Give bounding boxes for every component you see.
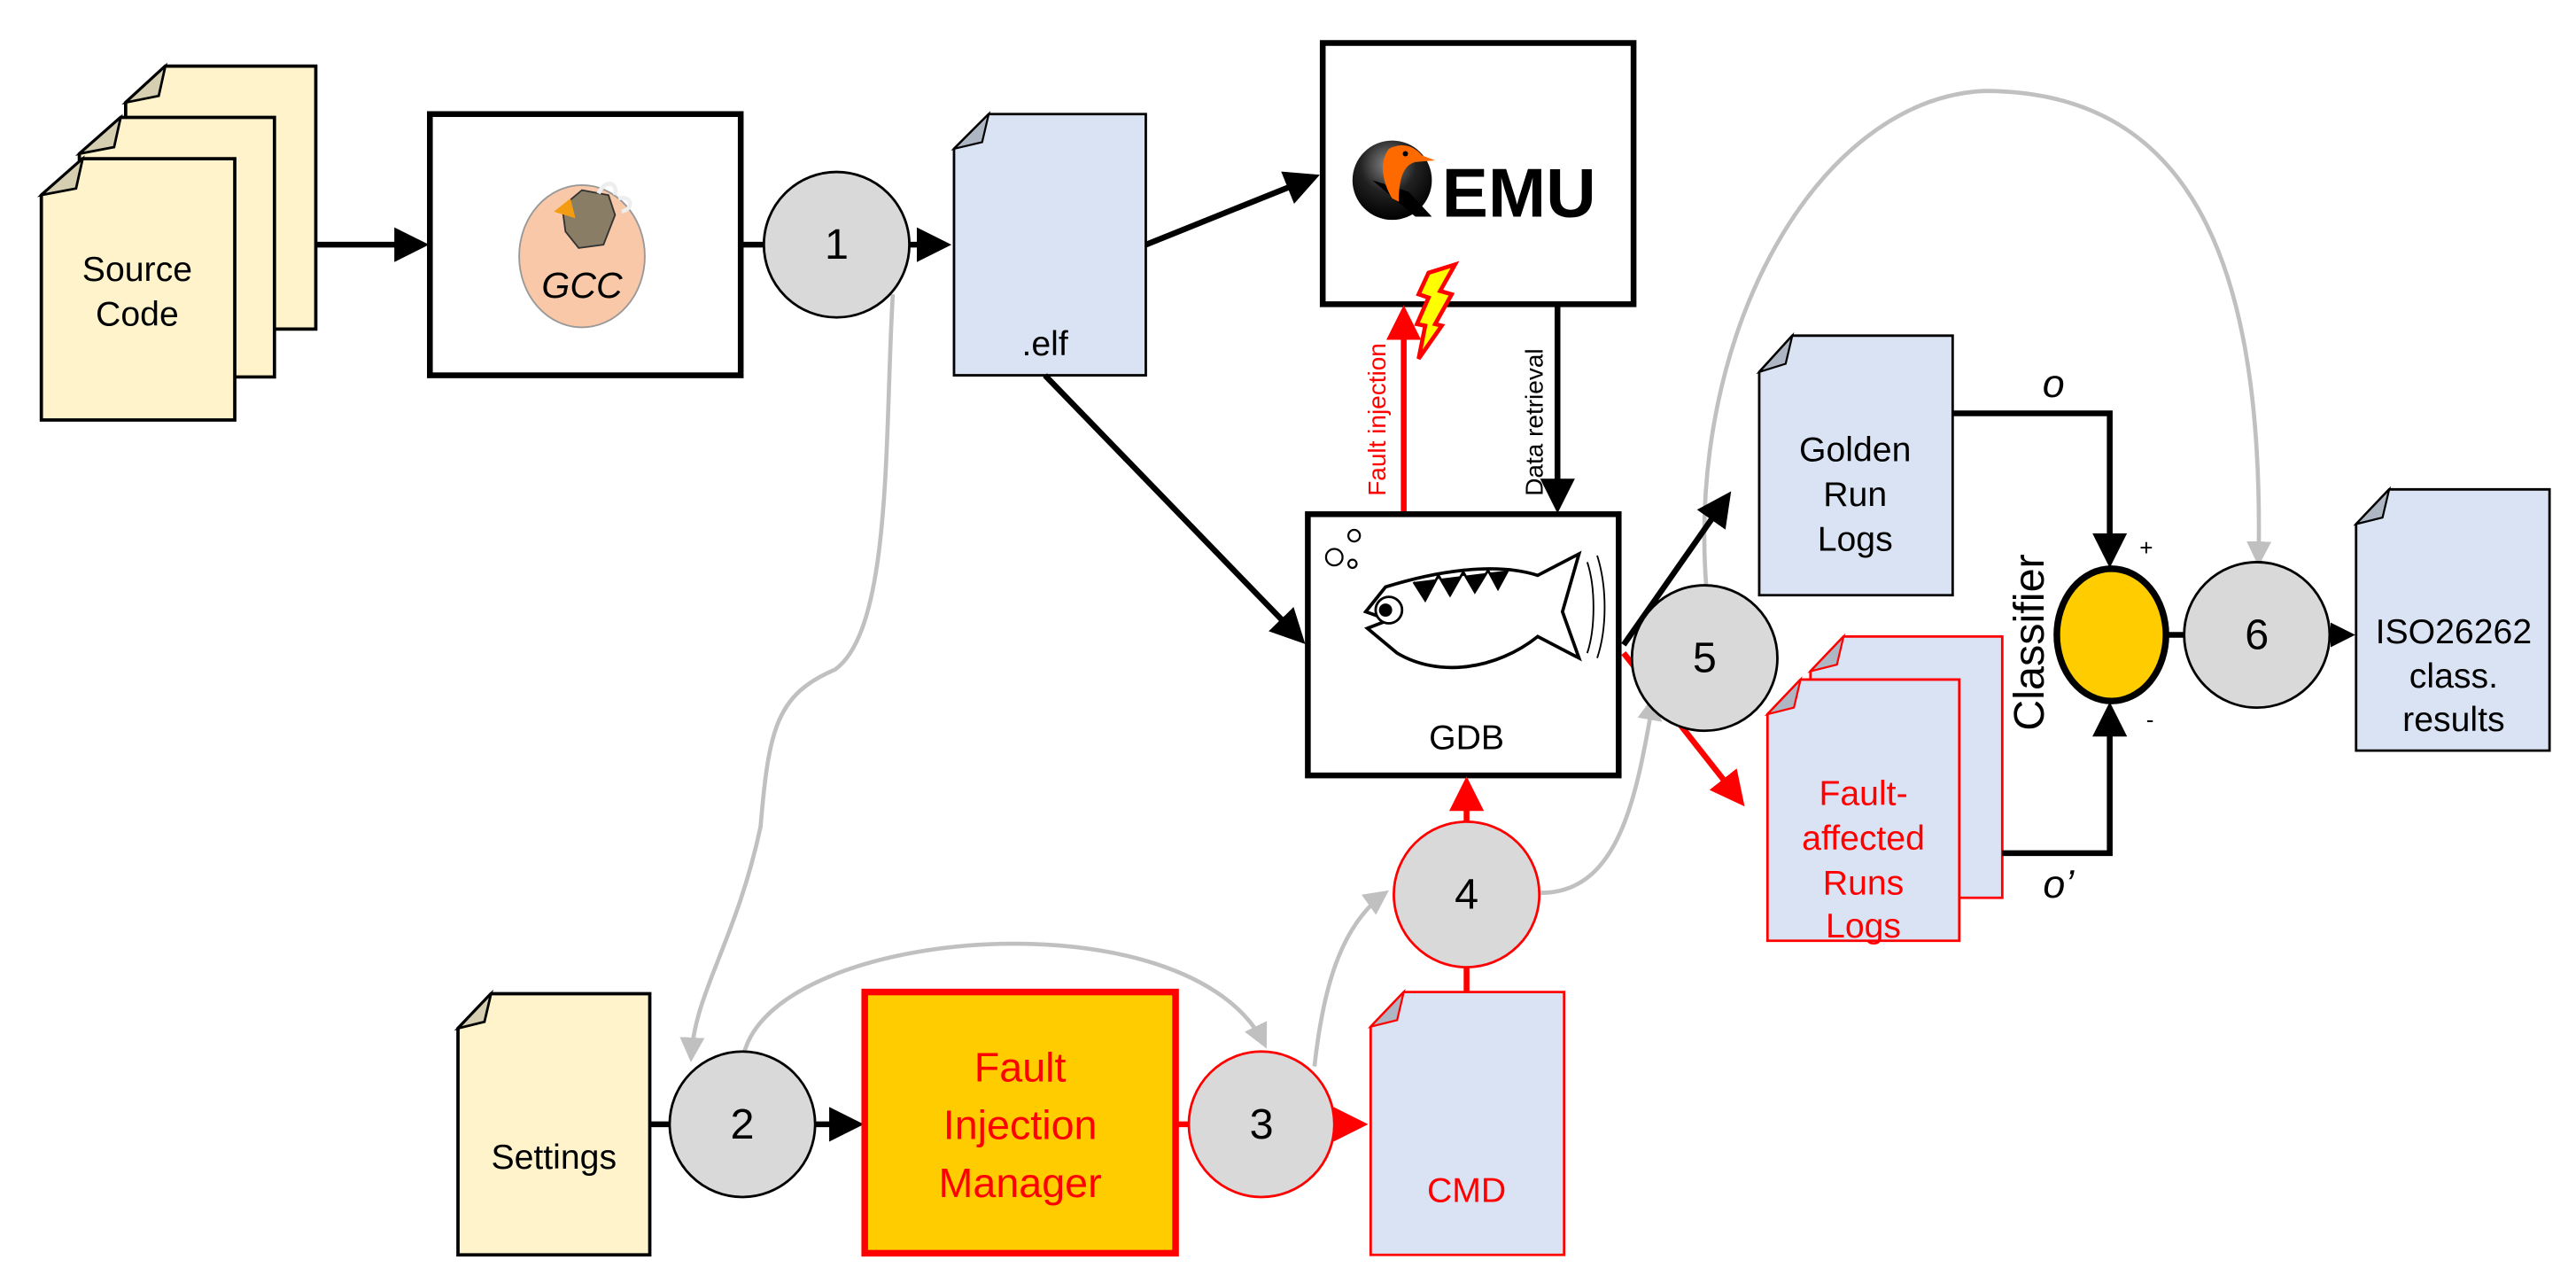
minus-sign: - [2146,706,2154,733]
step-6: 6 [2183,561,2332,710]
settings-doc: Settings [454,989,652,1257]
classifier-label: Classifier [2006,554,2053,730]
flow-5-to-6 [1702,89,2272,587]
step-1: 1 [762,170,911,319]
step-2: 2 [668,1050,817,1199]
svg-text:Fault: Fault [974,1044,1067,1090]
svg-text:Fault-: Fault- [1819,775,1907,813]
svg-text:5: 5 [1693,634,1717,682]
gnu-head-icon [561,189,617,249]
elf-label: .elf [1021,325,1067,363]
arrow-elf-to-qemu [1144,171,1320,248]
svg-text:3: 3 [1250,1100,1274,1148]
flow-3-to-4 [1312,890,1389,1067]
svg-text:affected: affected [1802,820,1925,858]
step-5: 5 [1630,584,1779,733]
classifier-node: Classifier + - [2006,534,2169,733]
gray-flow-arrows [679,89,2272,1067]
svg-text:Runs: Runs [1823,864,1904,902]
arrow-faultlogs-to-classifier [2002,702,2128,857]
arrow-golden-to-classifier [1952,410,2128,568]
svg-text:Manager: Manager [939,1160,1102,1206]
elf-file-doc: .elf [950,111,1147,377]
flow-1-to-2 [679,294,896,1062]
svg-text:2: 2 [731,1100,755,1148]
fault-affected-logs-docs: Fault- affected Runs Logs [1764,633,2004,945]
svg-text:ISO26262: ISO26262 [2376,613,2533,651]
step-3: 3 [1187,1050,1336,1199]
flow-4-to-5 [1540,695,1663,895]
source-code-label-2: Code [96,296,179,334]
svg-text:6: 6 [2245,611,2269,659]
cmd-file-doc: CMD [1367,988,1566,1256]
o-prime-label: o’ [2043,862,2075,906]
flow-2-to-3 [741,941,1268,1054]
svg-text:Run: Run [1823,476,1887,514]
svg-text:Logs: Logs [1818,520,1893,558]
source-code-label-1: Source [82,251,192,289]
gcc-label: GCC [541,265,623,306]
gdb-debugger-box: GDB [1305,511,1622,779]
step-4: 4 [1393,820,1541,968]
arrow-gdb-to-golden [1621,491,1732,647]
cmd-label: CMD [1427,1172,1506,1210]
arrow-elf-to-gdb [1043,373,1306,644]
svg-text:4: 4 [1455,870,1478,918]
gdb-label: GDB [1429,719,1504,757]
gdb-fish-icon [1324,528,1606,670]
svg-text:class.: class. [2409,657,2498,696]
source-code-docs: Source Code [36,62,318,422]
lightning-bolt-icon [1414,260,1460,361]
o-label: o [2043,362,2065,406]
fault-injection-manager-box: Fault Injection Manager [861,988,1179,1257]
svg-text:Injection: Injection [943,1102,1098,1148]
svg-text:results: results [2402,701,2504,739]
data-retrieval-label: Data retrieval [1520,348,1548,495]
svg-text:1: 1 [825,221,849,268]
settings-label: Settings [491,1139,617,1177]
qemu-emulator-box: EMU [1319,40,1637,307]
svg-text:Golden: Golden [1799,432,1911,470]
plus-sign: + [2139,534,2153,561]
golden-run-logs-doc: Golden Run Logs [1756,331,1954,597]
iso26262-results-doc: ISO26262 class. results [2353,486,2551,752]
svg-text:Logs: Logs [1826,907,1901,945]
fault-injection-label: Fault injection [1363,343,1391,496]
gcc-compiler-box: GCC [427,111,744,378]
qemu-label: EMU [1442,153,1596,231]
